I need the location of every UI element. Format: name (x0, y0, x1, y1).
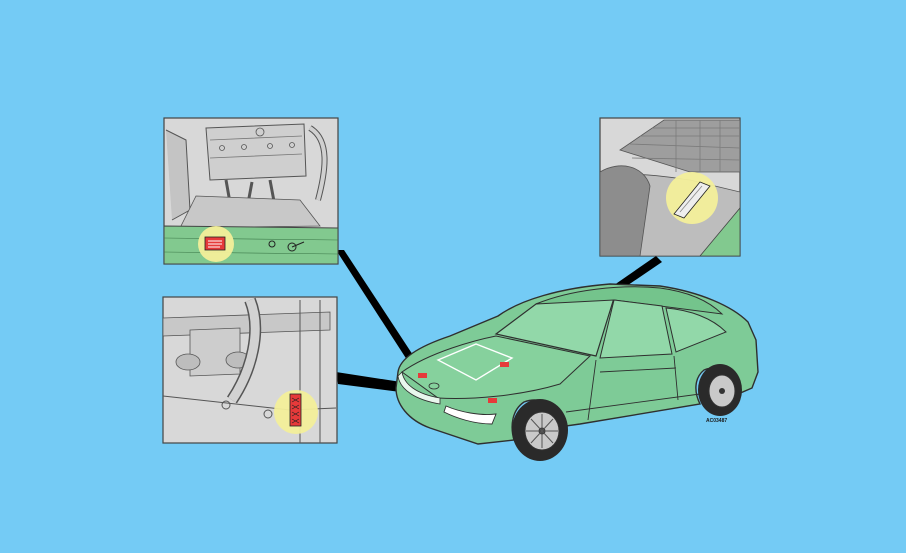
detail-panel-windscreen (599, 117, 741, 257)
detail-panel-engine-block (162, 296, 338, 444)
car-badge (428, 382, 440, 390)
car-side-window-front (599, 299, 673, 359)
car-rear-wheel (698, 364, 742, 416)
leader-line-engine-bay (336, 250, 428, 380)
vin-mark-front-panel (418, 373, 427, 378)
hood-marking (436, 343, 514, 381)
car-headlight (443, 405, 497, 425)
car-illustration (395, 283, 759, 461)
vin-mark-engine-block (488, 398, 497, 403)
car-roof (535, 286, 724, 315)
car-front-wheel (512, 399, 568, 461)
car-side-window-rear (665, 307, 727, 353)
engine-number-stamp-icon (289, 393, 302, 427)
car-front-grille (397, 371, 441, 405)
detail-panel-engine-bay (163, 117, 339, 265)
reference-code: AC03487 (706, 418, 727, 424)
vin-mark-windscreen (500, 362, 509, 367)
car-door-line (587, 355, 679, 421)
